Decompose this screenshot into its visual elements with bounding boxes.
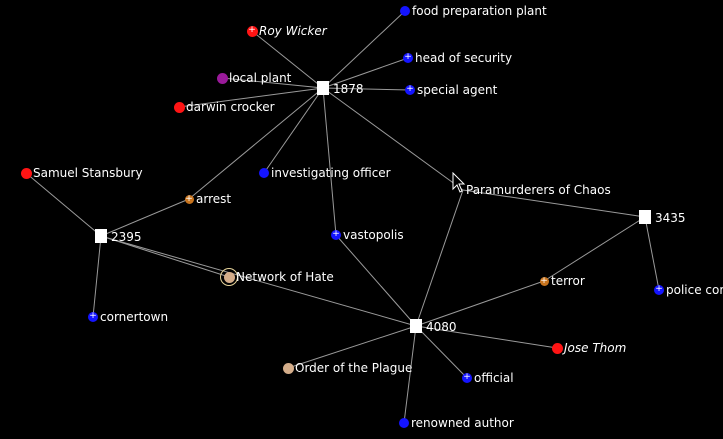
edge-h1878-paramurderers [322, 87, 464, 191]
edge-h1878-localplant [221, 77, 324, 89]
node-arrest[interactable] [184, 192, 194, 206]
label-arrest: arrest [196, 192, 232, 206]
node-head[interactable] [403, 50, 413, 64]
edge-h1878-vastopolis [322, 87, 337, 236]
node-terror[interactable] [539, 274, 549, 288]
hub-node-2395[interactable] [95, 229, 107, 243]
edge-h1878-special [322, 87, 411, 91]
node-vastopolis[interactable] [331, 227, 341, 241]
label-darwin: darwin crocker [186, 100, 275, 114]
label-hub-1878: 1878 [333, 82, 364, 96]
label-head: head of security [415, 51, 513, 65]
hub-node-4080[interactable] [410, 319, 422, 333]
edge-h1878-arrest [188, 87, 324, 200]
selection-ring [220, 268, 238, 286]
edge-h3435-police [644, 216, 660, 291]
label-official: official [474, 371, 514, 385]
label-police: police com [666, 283, 723, 297]
label-localplant: local plant [229, 71, 292, 85]
label-vastopolis: vastopolis [343, 228, 404, 242]
node-official[interactable] [462, 370, 472, 384]
edge-h2395-cornertown [92, 235, 102, 318]
node-order[interactable] [282, 362, 294, 374]
edge-h4080-vastopolis [335, 234, 417, 327]
label-samuel: Samuel Stansbury [33, 166, 143, 180]
label-hub-3435: 3435 [655, 211, 686, 225]
label-roy: Roy Wicker [259, 24, 327, 38]
edge-h2395-networkofhate [100, 235, 230, 278]
hub-node-1878[interactable] [317, 81, 329, 95]
edge-h3435-terror [543, 216, 646, 282]
edge-h2395-samuel [25, 172, 102, 237]
label-terror: terror [551, 274, 585, 288]
edge-h1878-roy [251, 30, 324, 89]
edge-h1878-head [322, 57, 409, 89]
mouse-cursor-icon [452, 172, 466, 193]
edge-h1878-darwin [178, 87, 324, 108]
label-hub-4080: 4080 [426, 320, 457, 334]
node-investigating[interactable] [259, 168, 269, 178]
edge-h4080-terror [415, 280, 545, 327]
node-jose[interactable] [551, 342, 563, 354]
node-special[interactable] [405, 82, 415, 96]
edge-h2395-arrest [100, 198, 190, 237]
edge-h2395-h4080 [100, 235, 417, 327]
label-renowned: renowned author [411, 416, 514, 430]
edge-h1878-food [322, 10, 406, 89]
label-special: special agent [417, 83, 498, 97]
edge-h4080-paramurderers [415, 189, 464, 327]
node-police[interactable] [654, 282, 664, 296]
label-order: Order of the Plague [295, 361, 413, 375]
node-renowned[interactable] [399, 418, 409, 428]
edge-h4080-renowned [403, 325, 417, 424]
label-jose: Jose Thom [564, 341, 627, 355]
node-food[interactable] [400, 6, 410, 16]
node-roy[interactable] [246, 23, 258, 37]
node-cornertown[interactable] [88, 309, 98, 323]
edge-h4080-official [415, 325, 468, 379]
node-samuel[interactable] [20, 167, 32, 179]
label-cornertown: cornertown [100, 310, 169, 324]
edge-h3435-paramurderers [462, 189, 646, 218]
label-hub-2395: 2395 [111, 230, 142, 244]
label-networkofhate: Network of Hate [236, 270, 334, 284]
node-darwin[interactable] [173, 101, 185, 113]
label-paramurderers: Paramurderers of Chaos [466, 183, 611, 197]
edge-h1878-investigating [263, 87, 324, 174]
label-investigating: investigating officer [271, 166, 391, 180]
hub-node-3435[interactable] [639, 210, 651, 224]
edge-h4080-order [287, 325, 417, 369]
edge-h4080-jose [415, 325, 558, 349]
node-localplant[interactable] [216, 72, 228, 84]
label-food: food preparation plant [412, 4, 547, 18]
